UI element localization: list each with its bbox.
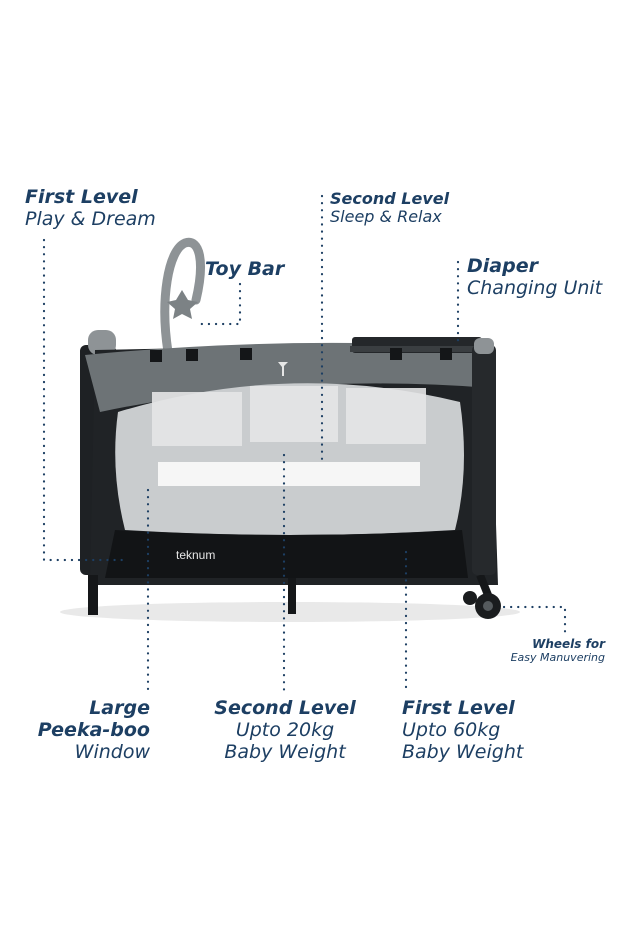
label-first-level-bottom: First Level Upto 60kg Baby Weight [402,697,524,763]
toy-star-icon [167,290,198,319]
rail-clip [186,349,198,361]
label-diaper-unit: Diaper Changing Unit [467,255,603,299]
label-peekaboo: Large Peeka-boo Window [37,697,150,763]
leader-lines [42,194,567,696]
inner-bassinet-edge [158,462,420,486]
label-first-level-top: First Level Play & Dream [25,186,156,230]
brand-logo-mark-icon [278,362,288,376]
leader-wheels [502,605,567,638]
center-leg [288,578,296,614]
leader-first-level-top [42,238,124,562]
brand-name: teknum [176,548,216,562]
rail-clip [440,348,452,360]
bottom-panel [105,530,468,578]
right-corner-cap [474,338,494,354]
rail-clip [240,348,252,360]
rail-clip [390,348,402,360]
label-wheels: Wheels for Easy Manuvering [510,637,605,664]
toy-bar-arc [160,237,205,357]
label-toy-bar: Toy Bar [205,258,285,280]
label-second-level-bottom: Second Level Upto 20kg Baby Weight [214,697,356,763]
rail-clip [150,350,162,362]
left-corner-cap [88,330,116,355]
leader-toy-bar [194,282,242,326]
left-leg [88,575,98,615]
right-frame-post [472,345,496,575]
wheel-icon [463,591,477,605]
label-second-level-top: Second Level Sleep & Relax [330,189,450,227]
